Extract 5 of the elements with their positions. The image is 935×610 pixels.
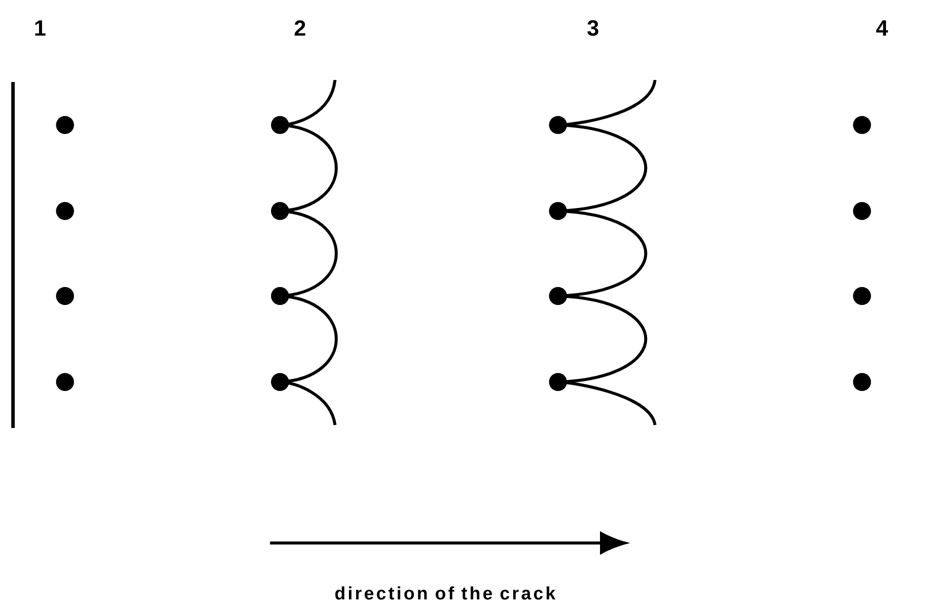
column-number: 2	[294, 20, 306, 36]
column-number: 3	[587, 20, 598, 36]
caption-text: direction of the crack	[335, 586, 556, 600]
column-number: 4	[876, 20, 888, 36]
column-number: 1	[35, 20, 46, 36]
